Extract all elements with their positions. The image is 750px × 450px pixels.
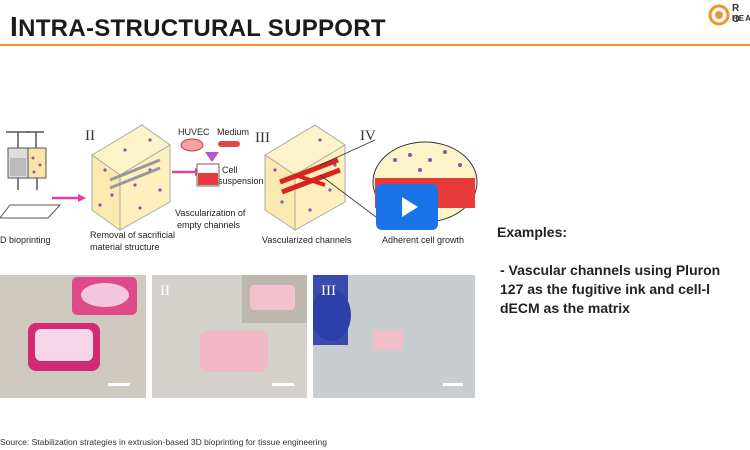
caption-vascularized: Vascularized channels — [262, 235, 352, 245]
example-line-2: 127 as the fugitive ink and cell-l — [500, 281, 711, 297]
syringe-icon — [6, 131, 47, 190]
medium-icon — [218, 141, 240, 147]
logo-text-top: R O — [732, 3, 743, 25]
photo-i — [0, 275, 146, 398]
caption-adherent: Adherent cell growth — [382, 235, 464, 245]
label-cell: Cell — [222, 165, 238, 175]
caption-bioprinting: D bioprinting — [0, 235, 51, 245]
examples-heading: Examples: — [497, 224, 568, 240]
process-diagram: II Removal of sacrificial material struc… — [0, 124, 478, 252]
slide-title: INTRA-STRUCTURAL SUPPORT — [10, 11, 386, 43]
print-bed — [0, 204, 62, 219]
play-icon — [402, 197, 418, 217]
label-suspension: suspension — [218, 176, 264, 186]
caption-vascularization-2: empty channels — [177, 220, 241, 230]
caption-removal-1: Removal of sacrificial — [90, 230, 175, 240]
slide-title-initial: I — [10, 11, 19, 42]
label-medium: Medium — [217, 127, 249, 137]
example-line-1: - Vascular channels using Pluron — [500, 262, 721, 278]
logo — [708, 4, 750, 28]
label-huvec: HUVEC — [178, 127, 210, 137]
step-label-ii: II — [85, 128, 95, 144]
logo-text-bottom: HEAL — [732, 14, 750, 23]
photo-label-iii: III — [321, 283, 336, 299]
step-label-iii: III — [255, 130, 270, 146]
caption-vascularization-1: Vascularization of — [175, 208, 246, 218]
example-line-3: dECM as the matrix — [500, 300, 630, 316]
step-label-iv: IV — [360, 128, 376, 144]
photo-label-ii: II — [160, 283, 170, 299]
photo-ii: II — [152, 275, 307, 398]
video-play-button[interactable] — [376, 184, 438, 230]
caption-removal-2: material structure — [90, 242, 160, 252]
huvec-cells-icon — [180, 138, 204, 152]
source-citation: Source: Stabilization strategies in extr… — [0, 437, 327, 447]
cube-ii — [91, 124, 171, 231]
photo-iii: III — [313, 275, 475, 398]
logo-mark-icon — [708, 4, 730, 26]
title-divider — [0, 44, 750, 46]
arrow-down-icon — [205, 152, 219, 162]
cube-iii — [264, 124, 346, 231]
slide-title-rest: NTRA-STRUCTURAL SUPPORT — [18, 15, 386, 42]
